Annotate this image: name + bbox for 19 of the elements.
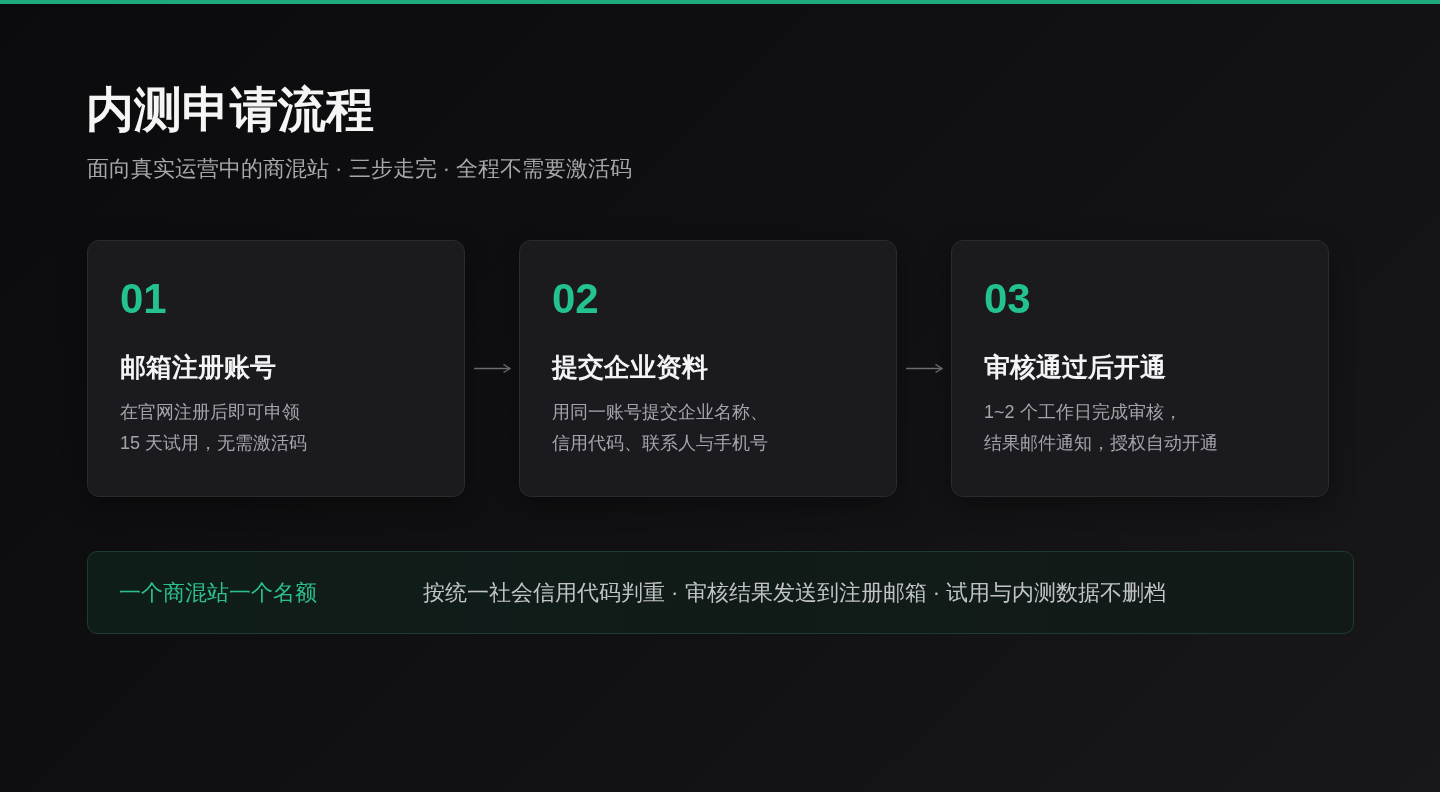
step-card <box>951 240 1329 497</box>
step-description: 1~2 个工作日完成审核，结果邮件通知，授权自动开通 <box>984 401 1218 455</box>
step-card <box>87 240 465 497</box>
step-description: 在官网注册后即可申领15 天试用，无需激活码 <box>120 401 308 455</box>
info-banner <box>87 551 1354 634</box>
arrow <box>473 363 511 374</box>
page-title: 内测申请流程 <box>86 85 374 135</box>
step-number: 03 <box>984 278 1031 320</box>
step-number: 02 <box>552 278 599 320</box>
arrow <box>905 363 943 374</box>
rule-note: 按统一社会信用代码判重 · 审核结果发送到注册邮箱 · 试用与内测数据不删档 <box>423 578 1167 607</box>
step-card <box>519 240 897 497</box>
step-title: 审核通过后开通 <box>984 351 1166 384</box>
quota-note: 一个商混站一个名额 <box>119 579 317 605</box>
step-description: 用同一账号提交企业名称、信用代码、联系人与手机号 <box>552 401 768 455</box>
step-number: 01 <box>120 278 167 320</box>
page-subtitle: 面向真实运营中的商混站 · 三步走完 · 全程不需要激活码 <box>87 155 633 183</box>
step-title: 提交企业资料 <box>552 351 708 384</box>
step-title: 邮箱注册账号 <box>120 351 276 384</box>
